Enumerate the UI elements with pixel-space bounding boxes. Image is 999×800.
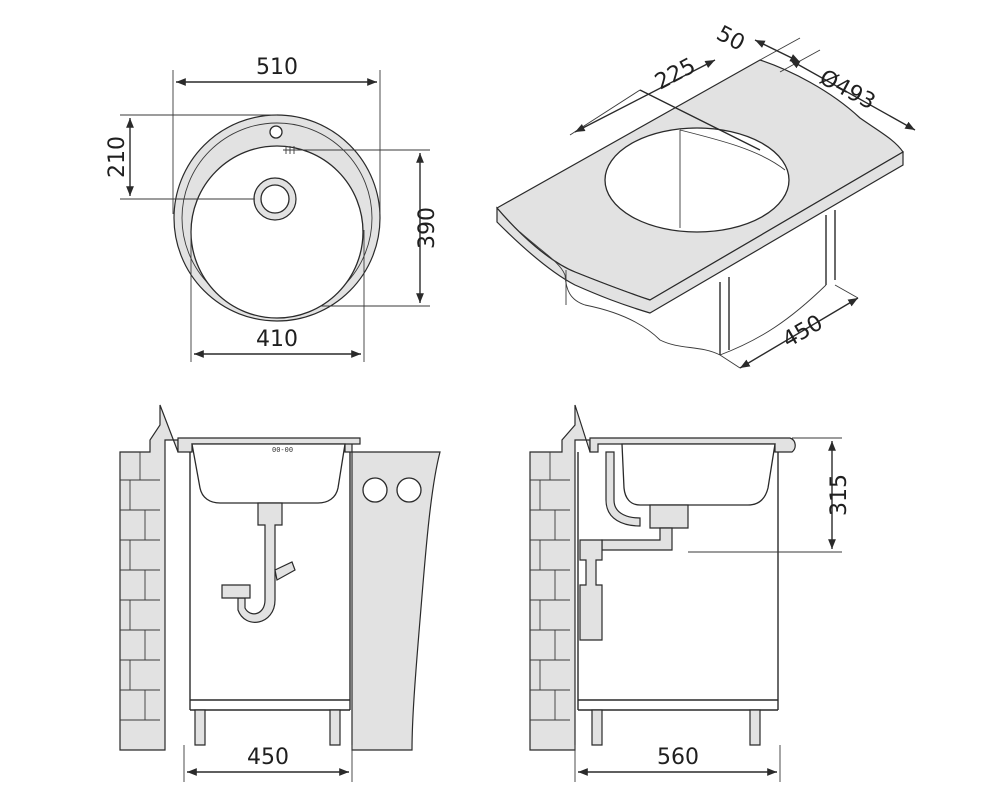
dim-side-560: 560 bbox=[657, 745, 699, 770]
front-cabinet bbox=[189, 452, 351, 711]
iso-view: 50 225 Ø493 450 bbox=[496, 21, 916, 369]
countertop-wave bbox=[519, 231, 721, 356]
side-view: 315 560 bbox=[529, 404, 852, 782]
front-counter bbox=[177, 437, 441, 751]
dim-210: 210 bbox=[105, 136, 130, 178]
front-siphon bbox=[237, 502, 283, 623]
side-cabinet bbox=[577, 452, 779, 711]
dim-front-450: 450 bbox=[247, 745, 289, 770]
front-sink-bowl bbox=[191, 443, 346, 504]
tap-hole bbox=[269, 125, 283, 139]
front-leg-left bbox=[194, 709, 206, 746]
iso-cabinet-side-left bbox=[719, 277, 730, 355]
front-knob-left bbox=[362, 477, 388, 503]
iso-sink-hole bbox=[604, 127, 790, 233]
side-wall bbox=[529, 404, 591, 751]
side-siphon bbox=[601, 527, 673, 551]
overflow-mark bbox=[283, 146, 300, 154]
front-siphon-trap bbox=[221, 584, 251, 599]
dim-50: 50 bbox=[712, 21, 748, 56]
dim-510: 510 bbox=[256, 55, 298, 80]
side-sink-bowl bbox=[621, 443, 776, 506]
dim-390: 390 bbox=[415, 207, 440, 249]
side-leg-right bbox=[749, 709, 761, 746]
front-siphon-valve bbox=[274, 561, 296, 581]
front-knob-right bbox=[396, 477, 422, 503]
side-drain bbox=[649, 504, 689, 529]
drain-inner bbox=[260, 184, 290, 214]
side-siphon-vertical bbox=[579, 539, 603, 641]
top-view: 510 210 390 410 bbox=[105, 55, 440, 362]
dim-side-315: 315 bbox=[827, 474, 852, 516]
faucet-mark: 00-00 bbox=[272, 446, 293, 454]
front-view: 00-00 450 bbox=[119, 404, 441, 782]
front-bricks bbox=[120, 452, 160, 721]
iso-cabinet-side-right bbox=[825, 210, 836, 285]
dim-225: 225 bbox=[651, 54, 700, 96]
front-leg-right bbox=[329, 709, 341, 746]
iso-sink-inner bbox=[679, 129, 786, 228]
dim-410: 410 bbox=[256, 327, 298, 352]
side-counter bbox=[589, 437, 796, 453]
side-bricks bbox=[530, 452, 570, 721]
side-overflow-pipe bbox=[605, 451, 641, 527]
sink-bowl bbox=[190, 145, 364, 319]
front-wall bbox=[119, 404, 179, 751]
side-leg-left bbox=[591, 709, 603, 746]
dim-iso-450: 450 bbox=[779, 311, 828, 354]
